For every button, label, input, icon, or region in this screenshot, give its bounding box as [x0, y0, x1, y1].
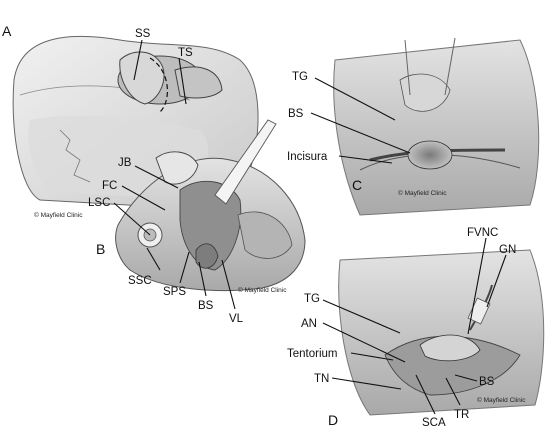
- label-ts: TS: [178, 47, 193, 59]
- vestibular-lobe: [237, 211, 293, 259]
- leader-lines: [113, 39, 507, 415]
- dashed-cut-line: [149, 57, 168, 113]
- credit-d: © Mayfield Clinic: [477, 396, 526, 404]
- panel-label-b: B: [96, 241, 105, 257]
- label-gn: GN: [499, 244, 516, 256]
- label-sca: SCA: [422, 417, 446, 429]
- label-ss: SS: [135, 28, 151, 40]
- retractor-blade: [214, 119, 277, 205]
- transverse-sinus-shape: [174, 66, 223, 99]
- panel-label-d: D: [328, 412, 338, 428]
- label-tg-c: TG: [292, 71, 308, 83]
- label-sps: SPS: [163, 286, 186, 298]
- panel-a-illustration: [12, 35, 259, 209]
- label-incisura: Incisura: [287, 151, 328, 163]
- trigeminal-root: [419, 334, 481, 362]
- trigeminal-ganglion-c: [399, 73, 451, 112]
- label-bs-c: BS: [288, 108, 304, 120]
- panel-label-c: C: [352, 177, 362, 193]
- label-jb: JB: [118, 157, 132, 169]
- label-ssc: SSC: [128, 275, 152, 287]
- label-tentorium: Tentorium: [287, 348, 338, 360]
- credit-c: © Mayfield Clinic: [398, 189, 447, 197]
- label-tg-d: TG: [304, 293, 320, 305]
- brainstem-c-shape: [407, 140, 453, 170]
- credit-b-right: © Mayfield Clinic: [238, 286, 287, 294]
- panel-b-illustration: [115, 119, 306, 292]
- label-an: AN: [301, 318, 317, 330]
- label-lsc: LSC: [88, 197, 110, 209]
- panel-c-field: [333, 39, 540, 216]
- label-fvnc: FVNC: [467, 227, 498, 239]
- label-vl: VL: [229, 313, 244, 325]
- credit-b-left: © Mayfield Clinic: [34, 211, 83, 219]
- jugular-bulb-shape: [155, 151, 199, 185]
- label-fc: FC: [102, 180, 117, 192]
- skull-suture-line: [59, 129, 91, 183]
- label-bs-d: BS: [479, 376, 495, 388]
- panel-d-illustration: [338, 249, 545, 416]
- label-tr: TR: [454, 409, 469, 421]
- panel-c-illustration: [333, 37, 540, 216]
- label-bs-b: BS: [198, 300, 214, 312]
- retractor-c-2: [444, 37, 456, 96]
- retractor-c-1: [404, 39, 411, 96]
- panel-label-a: A: [2, 23, 12, 39]
- label-tn: TN: [314, 373, 329, 385]
